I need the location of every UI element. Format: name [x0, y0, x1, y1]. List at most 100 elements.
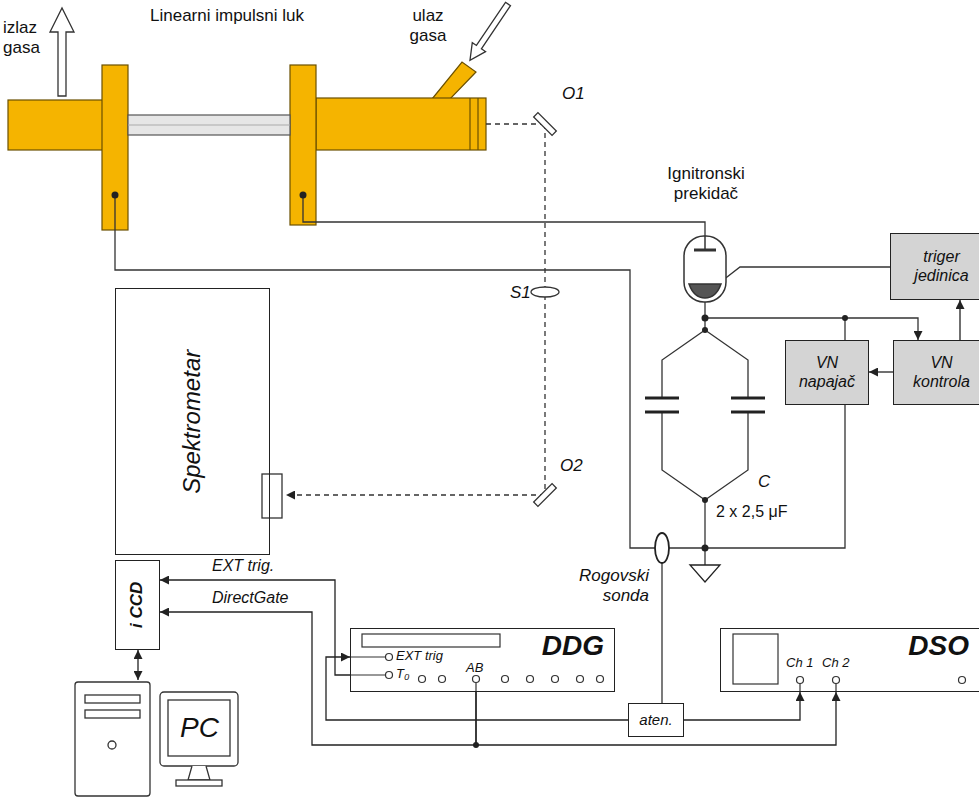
connector-group: [138, 300, 960, 745]
dso-front-panel: [833, 677, 840, 684]
computer-drawing: [168, 700, 230, 756]
discharge-capillary: [128, 124, 290, 125]
part-label: T₀: [396, 667, 409, 680]
computer-drawing: [188, 766, 210, 780]
electrode-wire: [661, 563, 662, 705]
part-label: Ignitronski prekidač: [648, 164, 764, 203]
computer-drawing: [75, 682, 238, 796]
pulsed-arc-tube: [8, 65, 486, 230]
electrode-wire: [705, 330, 748, 398]
pulsed-arc-tube: [316, 98, 486, 150]
ddg-front-panel: [362, 634, 500, 647]
mirror-symbol: [534, 484, 557, 507]
mirror-symbol: [534, 113, 557, 136]
gas-inlet-pipe: [432, 62, 476, 99]
ground-symbol: [690, 565, 720, 582]
node-label: Spektrometar: [179, 349, 207, 493]
junction-dot: [702, 315, 709, 322]
electrode-wire: [705, 412, 748, 500]
electrode-wire: [662, 412, 705, 500]
junction-dot: [842, 315, 848, 321]
ddg-front-panel: [386, 672, 393, 679]
ddg-front-panel: [350, 657, 476, 692]
ddg-front-panel: [439, 676, 446, 683]
computer-drawing: [75, 682, 150, 796]
junction-dot: [300, 192, 307, 199]
capacitor-symbol: [731, 411, 765, 414]
ignitron-switch: [684, 236, 726, 302]
pulsed-arc-tube: [8, 100, 108, 150]
dso-front-panel: [733, 634, 778, 684]
electrode-wire: [718, 267, 893, 284]
junction-dot: [702, 497, 708, 503]
signal-connector: [160, 580, 350, 675]
electrode-wire: [844, 318, 845, 340]
dso-front-panel: [797, 677, 804, 684]
electrode-wire: [705, 318, 918, 340]
computer-drawing: [160, 692, 238, 766]
ground-symbol: [690, 565, 720, 582]
node-label: triger jedinica: [895, 248, 979, 285]
signal-connector: [326, 657, 628, 720]
part-label: Rogovski sonda: [541, 566, 649, 605]
node-label: PC: [180, 712, 219, 744]
signal-connector: [684, 692, 800, 720]
computer-drawing: [85, 710, 140, 718]
spectrometer-box: Spektrometar: [115, 288, 270, 555]
oscilloscope-box: DSO: [720, 628, 979, 692]
computer-drawing: [85, 695, 140, 703]
iccd-camera-box: i CCD: [115, 560, 160, 650]
electrode-wire: [705, 405, 845, 548]
capacitor-symbol: [645, 411, 679, 414]
computer: PC: [70, 680, 242, 798]
signal-connector: [959, 300, 960, 340]
gas-flow-arrow: [463, 0, 514, 65]
electrode-wire: [704, 500, 705, 565]
part-label: Ch 2: [822, 656, 849, 669]
rogowski-coil: [655, 533, 669, 563]
node-label: DDG: [542, 630, 604, 662]
node-label: i CCD: [128, 582, 148, 628]
ddg-front-panel: [527, 676, 534, 683]
capacitor-symbol: [645, 397, 679, 400]
part-label: S1: [510, 283, 531, 303]
part-label: O2: [560, 456, 583, 476]
node-label: VN napajač: [790, 354, 864, 391]
computer-drawing: [176, 780, 222, 786]
rogowski-coil: [655, 533, 669, 563]
computer-drawing: [108, 741, 116, 749]
optical-beam: [286, 124, 545, 495]
capacitor-symbol: [645, 398, 765, 412]
gas-flow-arrow: [50, 8, 74, 96]
entrance-slit: [262, 474, 282, 518]
lens-symbol: [531, 287, 559, 297]
part-label: AB: [466, 661, 483, 674]
gas-flow-arrow: [50, 0, 515, 96]
node-label: DSO: [908, 630, 969, 662]
ddg-front-panel: [502, 676, 509, 683]
part-label: EXT trig: [396, 649, 443, 662]
lens-symbol: [531, 287, 559, 297]
part-label: Ch 1: [786, 656, 813, 669]
discharge-capillary: [128, 115, 290, 135]
junction-dot: [112, 192, 119, 199]
signal-connector: [160, 612, 476, 745]
optical-beam: [286, 494, 545, 495]
hv-supply-box: VN napajač: [785, 340, 869, 405]
electrode-wire: [662, 330, 705, 398]
part-label: ulaz gasa: [400, 6, 456, 45]
junction-dot: [702, 545, 709, 552]
junction-dot: [702, 327, 708, 333]
node-label: aten.: [639, 711, 672, 728]
entrance-slit: [262, 474, 282, 518]
ddg-front-panel: [473, 676, 480, 683]
signal-connector: [137, 650, 138, 680]
dso-front-panel: [800, 684, 836, 693]
attenuator-box: aten.: [628, 703, 684, 737]
pulsed-arc-tube: [477, 98, 478, 150]
dso-front-panel: [959, 677, 966, 684]
signal-connector: [476, 692, 836, 745]
part-label: C: [758, 472, 770, 492]
ignitron-switch: [684, 236, 726, 302]
hv-control-box: VN kontrola: [893, 340, 979, 405]
